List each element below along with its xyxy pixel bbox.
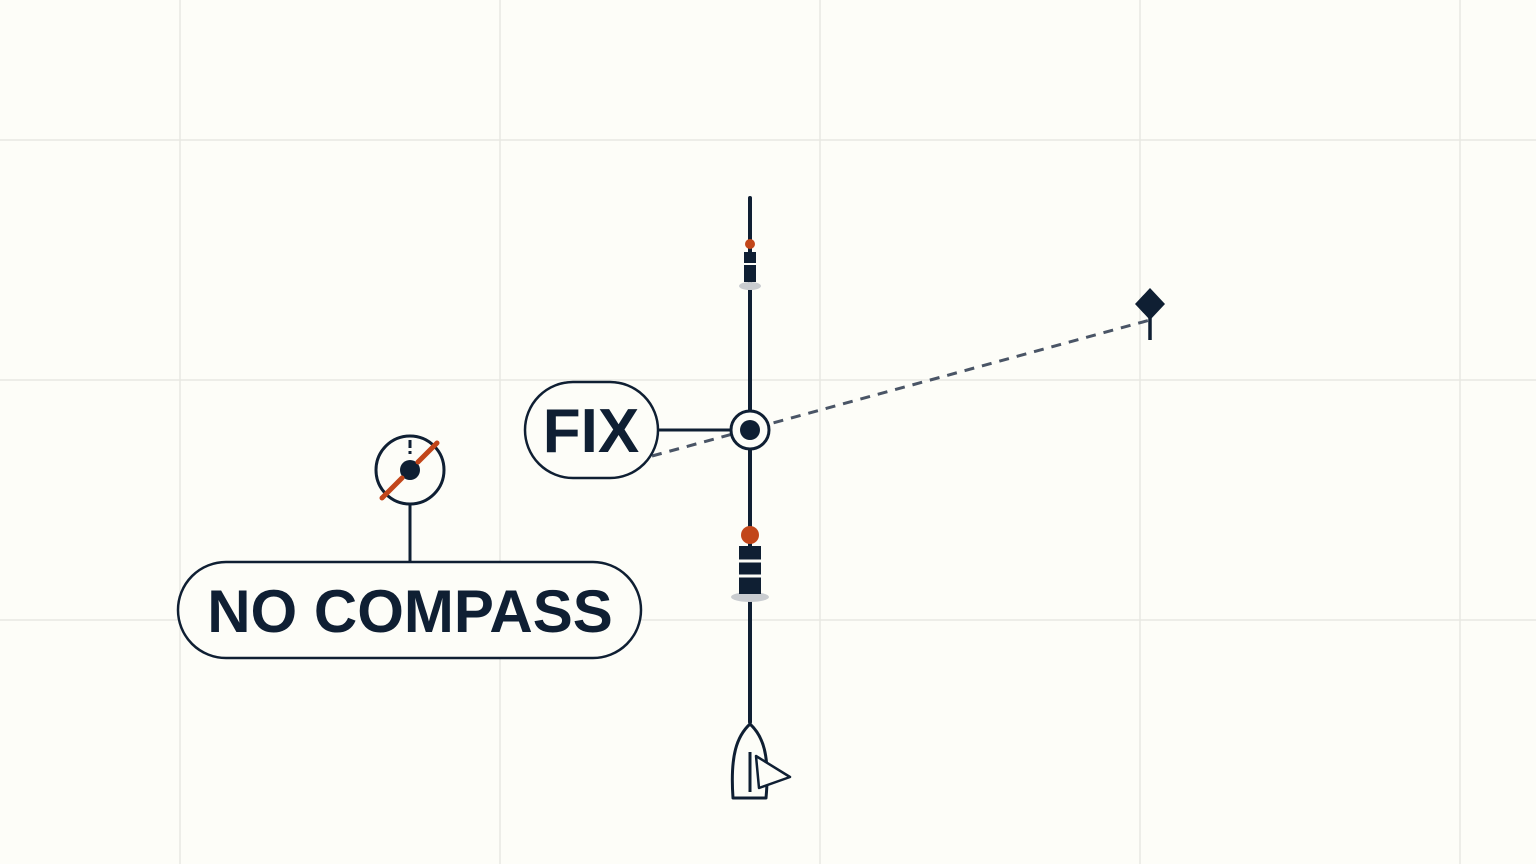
no-compass-label[interactable]: NO COMPASS xyxy=(176,560,643,660)
track-marker-lower xyxy=(731,526,769,602)
diamond-waypoint-icon[interactable] xyxy=(1135,288,1165,340)
pointer-cursor-icon xyxy=(754,754,792,790)
no-compass-label-text: NO COMPASS xyxy=(207,578,613,645)
fix-label[interactable]: FIX xyxy=(523,380,660,480)
track-marker-upper xyxy=(739,239,761,290)
fix-label-text: FIX xyxy=(543,397,639,466)
compass-disabled-icon[interactable] xyxy=(374,434,446,562)
bearing-line xyxy=(651,318,1151,458)
fix-target-icon[interactable] xyxy=(729,409,771,451)
